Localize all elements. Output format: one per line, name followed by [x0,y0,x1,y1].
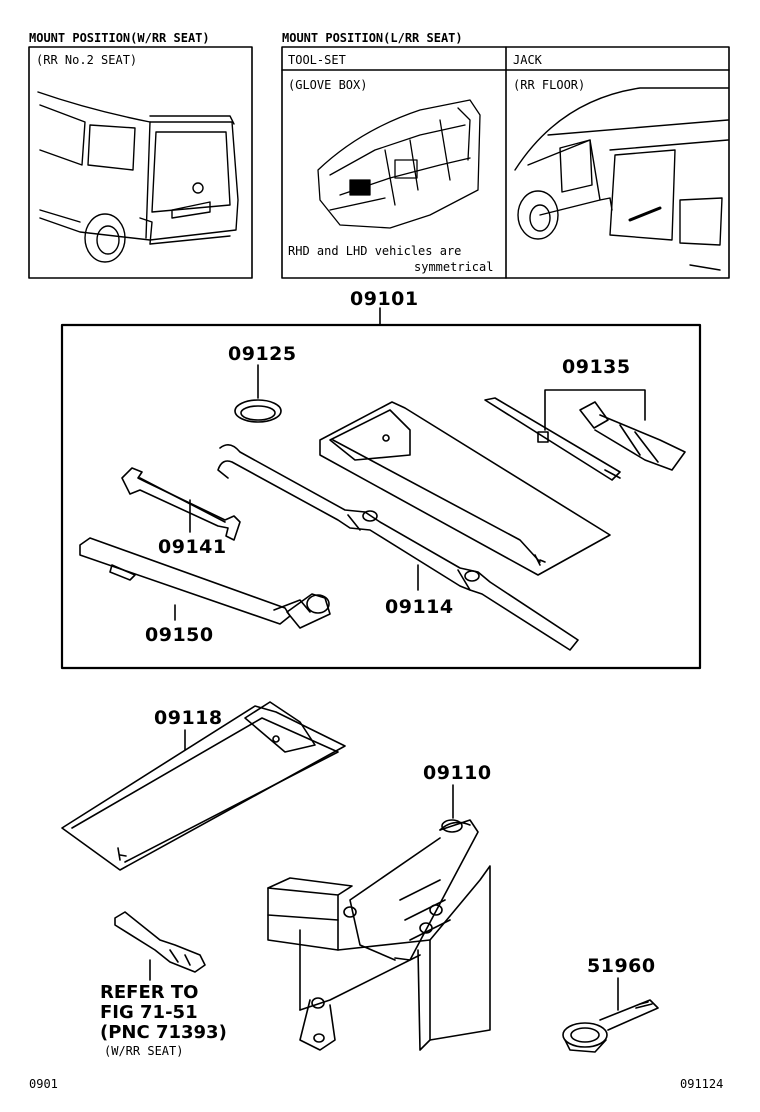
reference-line3: (PNC 71393) [100,1022,227,1043]
toolset-title: TOOL-SET [288,53,346,67]
ring-09125 [234,399,282,423]
van-rear-illustration [37,91,239,263]
part-number-09141: 09141 [158,536,227,558]
jack-handle-09114 [217,444,579,651]
jack-caption: (RR FLOOR) [513,78,586,92]
lug-wrench-09150 [79,537,331,629]
reference-line4: (W/RR SEAT) [104,1044,184,1058]
jack-09110 [267,819,491,1051]
footer-left-code: 0901 [29,1077,58,1091]
reference-line1: REFER TO [100,982,199,1003]
wrench-09141 [121,467,241,541]
part-number-09101: 09101 [350,288,419,310]
part-number-09135: 09135 [562,356,631,378]
part-number-09110: 09110 [423,762,492,784]
mount-left-frame [28,46,253,279]
toolset-note-line1: RHD and LHD vehicles are [288,244,462,258]
jack-title: JACK [513,53,542,67]
mount-left-header: MOUNT POSITION(W/RR SEAT) [29,31,210,45]
mount-left-caption: (RR No.2 SEAT) [36,53,138,67]
part-number-51960: 51960 [587,955,656,977]
part-number-09150: 09150 [145,624,214,646]
tool-bag-09118 [61,701,346,871]
toolset-note-line2: symmetrical [414,260,494,274]
towing-eye-51960 [562,999,659,1053]
tool-set-frame [60,323,702,670]
van-floor-illustration [514,87,729,271]
footer-right-code: 091124 [680,1077,724,1091]
mount-right-header: MOUNT POSITION(L/RR SEAT) [282,31,463,45]
jack-crank-handle [114,911,206,973]
tool-bag [319,401,611,576]
dashboard-illustration [317,99,481,229]
reference-line2: FIG 71-51 [100,1002,198,1023]
part-number-09114: 09114 [385,596,454,618]
part-number-09118: 09118 [154,707,223,729]
toolset-caption: (GLOVE BOX) [288,78,368,92]
screwdriver-09135 [484,397,686,481]
part-number-09125: 09125 [228,343,297,365]
